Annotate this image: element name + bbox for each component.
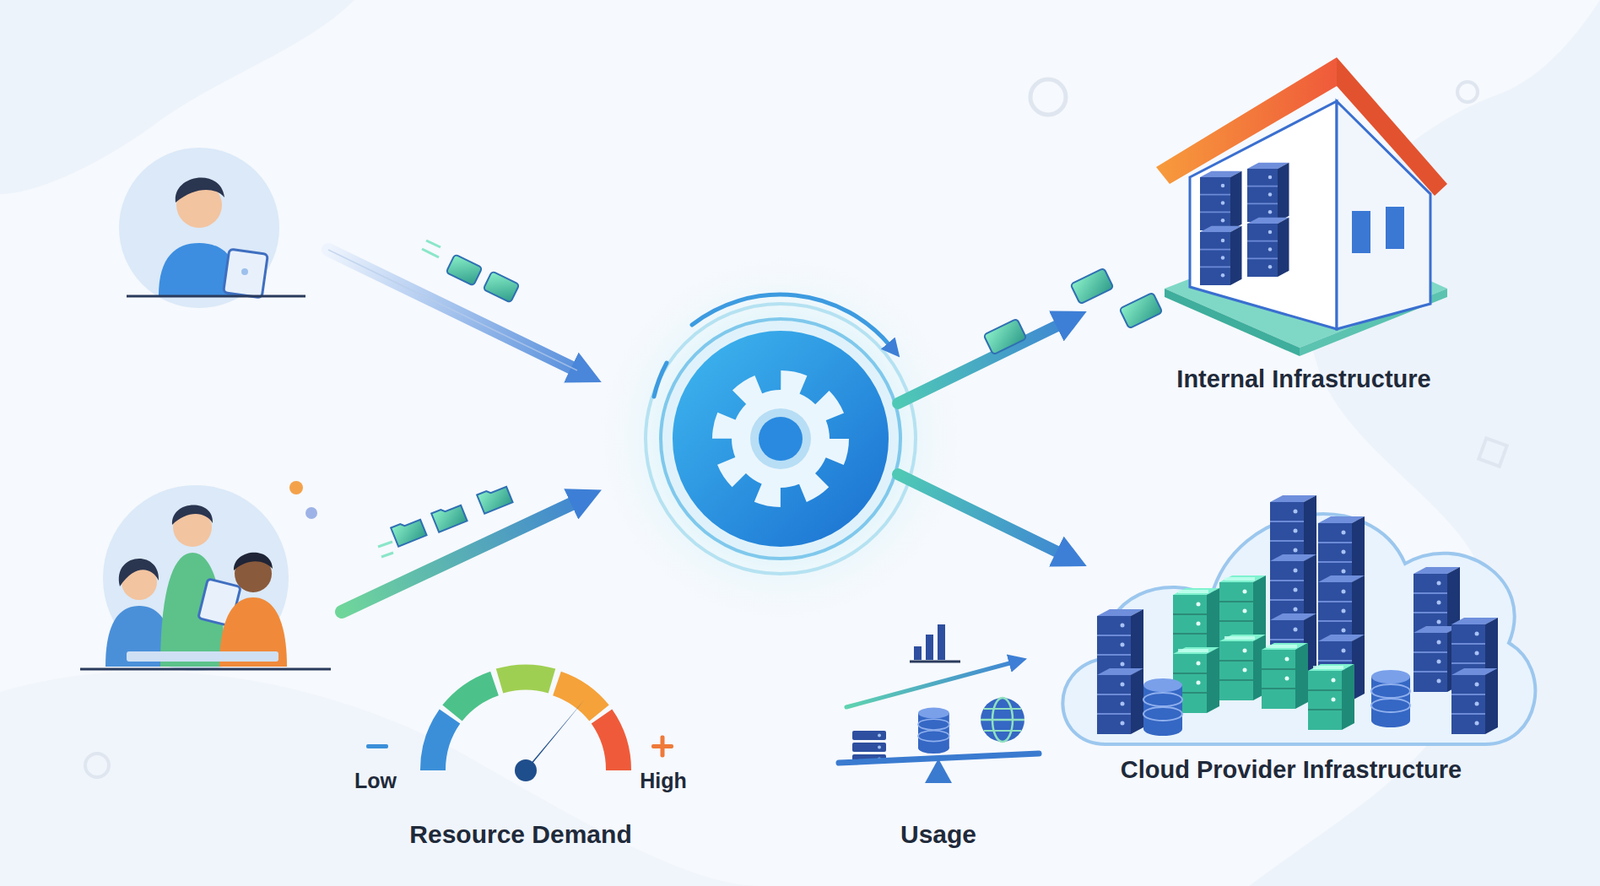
node-label: Cloud Provider Infrastructure [1046,756,1536,784]
gauge-low-label: Low [354,768,397,794]
gauge-high-label: High [639,768,687,794]
usage-caption: Usage [900,820,977,849]
cloud-infrastructure-node: Cloud Provider Infrastructure [1046,455,1536,802]
gauge-caption: Resource Demand [409,820,632,849]
internal-infrastructure-node: Internal Infrastructure [1156,50,1452,406]
house-illustration [1156,50,1452,406]
node-label: Internal Infrastructure [1122,365,1486,394]
cloud-illustration [1046,455,1536,802]
